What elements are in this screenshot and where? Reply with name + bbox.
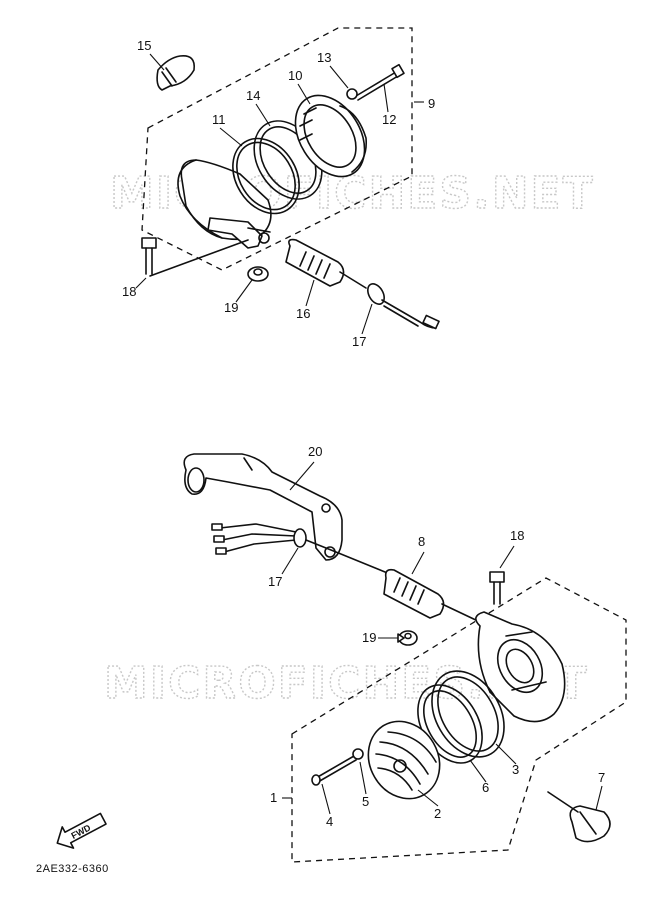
callout-5: 5 xyxy=(362,794,369,809)
callout-6: 6 xyxy=(482,780,489,795)
socket-8 xyxy=(383,568,481,623)
callout-8: 8 xyxy=(418,534,425,549)
lens-housing-top xyxy=(177,159,272,241)
wire-harness xyxy=(211,523,391,575)
callout-20: 20 xyxy=(308,444,322,459)
callout-19-bottom: 19 xyxy=(362,630,376,645)
callout-9: 9 xyxy=(428,96,435,111)
ring-11 xyxy=(232,137,300,215)
assembly-1-boundary xyxy=(291,577,627,863)
screw-12 xyxy=(355,63,405,101)
washer-13 xyxy=(346,88,358,100)
callout-11: 11 xyxy=(212,112,226,127)
callout-17-top: 17 xyxy=(352,334,366,349)
grommet-17-bottom xyxy=(293,528,307,548)
ring-3 xyxy=(431,670,505,758)
callout-16: 16 xyxy=(296,306,310,321)
callout-14: 14 xyxy=(246,88,260,103)
callout-4: 4 xyxy=(326,814,333,829)
forward-arrow-icon: FWD xyxy=(56,812,107,849)
callout-18-bottom: 18 xyxy=(510,528,524,543)
bolt-18-bottom xyxy=(489,571,505,605)
socket-16 xyxy=(285,238,367,289)
callout-17-bottom: 17 xyxy=(268,574,282,589)
screw-4 xyxy=(311,755,357,786)
callout-13: 13 xyxy=(317,50,331,65)
bolt-18-top xyxy=(141,237,249,277)
callout-1: 1 xyxy=(270,790,277,805)
callout-2: 2 xyxy=(434,806,441,821)
lens-10 xyxy=(294,94,368,178)
bulb-15 xyxy=(156,54,196,91)
callout-10: 10 xyxy=(288,68,302,83)
callout-12: 12 xyxy=(382,112,396,127)
grommet-17-top xyxy=(367,283,440,330)
callout-19-top: 19 xyxy=(224,300,238,315)
callout-3: 3 xyxy=(512,762,519,777)
diagram-code: 2AE332-6360 xyxy=(36,863,109,875)
assembly-9-boundary xyxy=(141,27,413,271)
callout-7: 7 xyxy=(598,770,605,785)
callout-18-top: 18 xyxy=(122,284,136,299)
bulb-7 xyxy=(547,791,611,843)
washer-5 xyxy=(352,748,364,760)
callout-15: 15 xyxy=(137,38,151,53)
lens-2 xyxy=(367,720,441,800)
nut-19-top xyxy=(247,266,269,282)
